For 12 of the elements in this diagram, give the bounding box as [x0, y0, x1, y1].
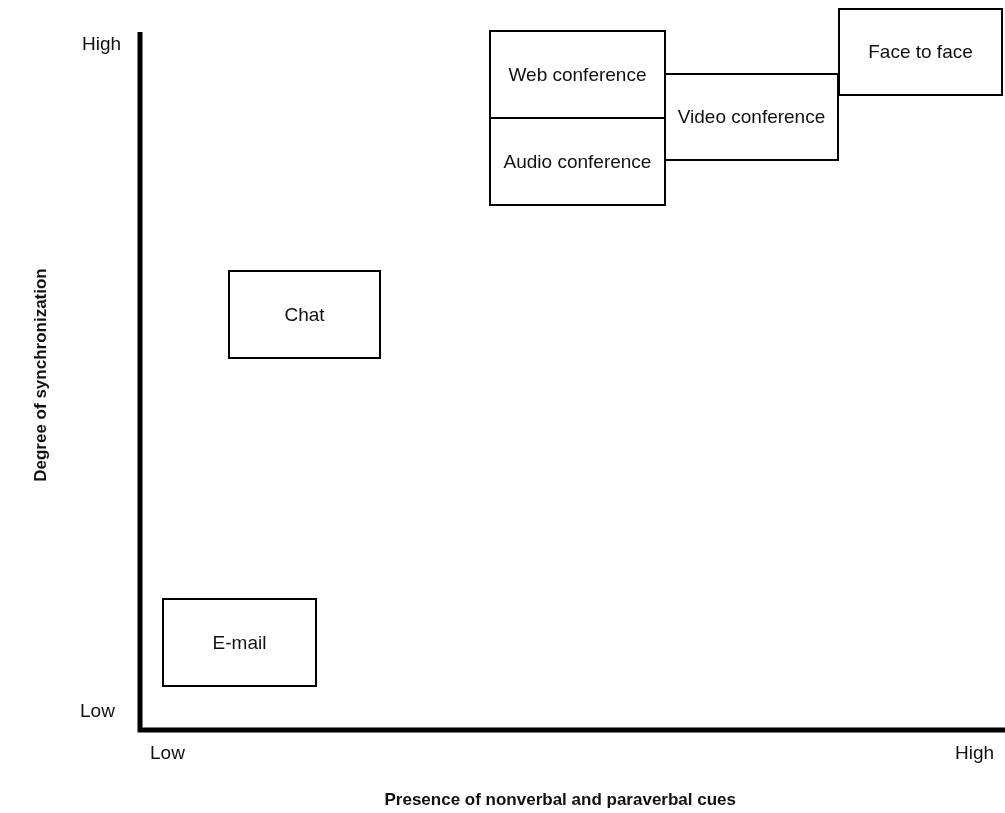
medium-box: Face to face	[838, 8, 1003, 96]
axis-tick-label: High	[955, 742, 995, 764]
axis-tick-label: Low	[150, 742, 185, 764]
axis-title: Degree of synchronization	[30, 268, 51, 482]
axis-tick-label: High	[82, 33, 122, 55]
medium-box: Web conference	[489, 30, 666, 119]
axis-title: Presence of nonverbal and paraverbal cues	[384, 790, 736, 810]
medium-box: E-mail	[162, 598, 317, 687]
medium-box: Video conference	[664, 73, 839, 161]
medium-box: Chat	[228, 270, 381, 359]
axis-tick-label: Low	[80, 700, 115, 722]
medium-box: Audio conference	[489, 117, 666, 206]
